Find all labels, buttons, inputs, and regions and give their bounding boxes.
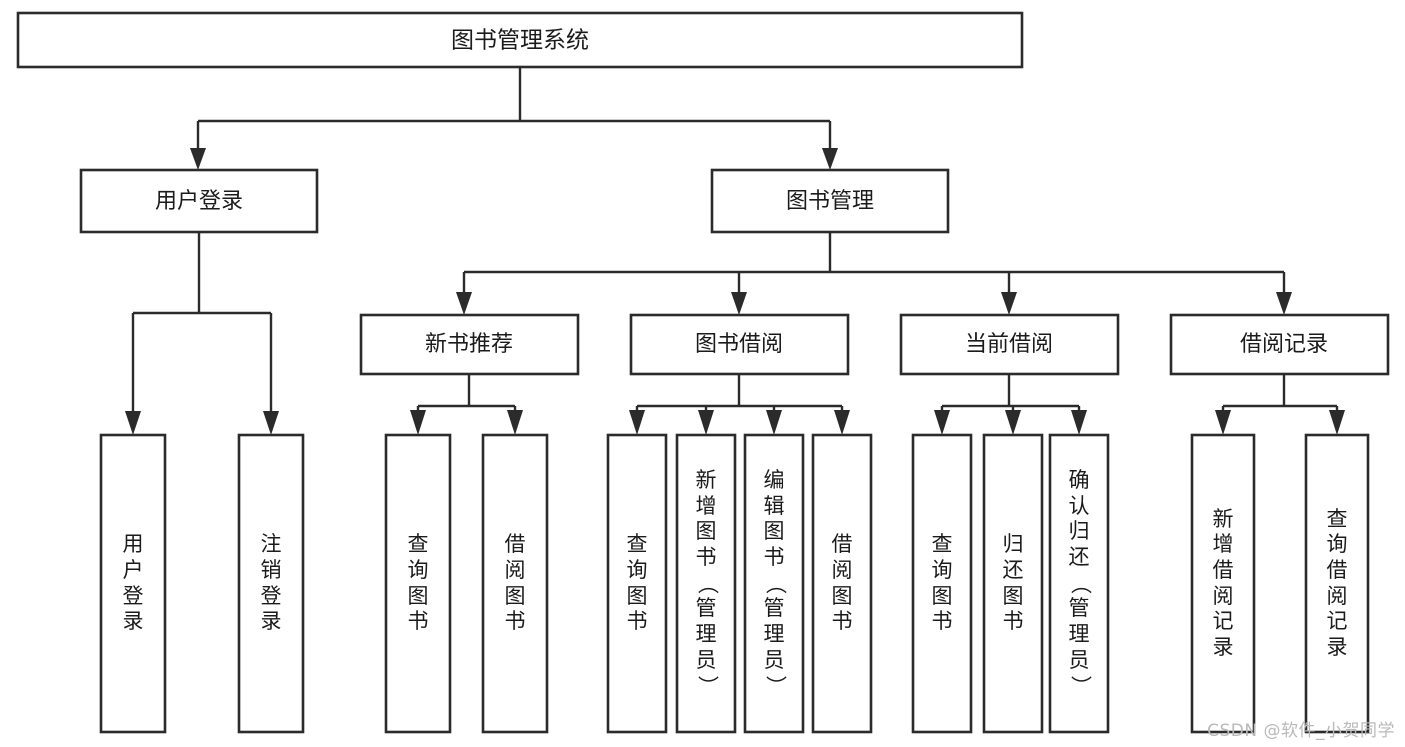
node-root-box[interactable] [16,11,1024,69]
leaf-box[interactable] [384,433,452,734]
node-book-management[interactable]: 图书管理 [710,168,950,234]
leaf-box[interactable] [481,433,549,734]
arrow-head-icon [629,410,645,435]
arrow-head-icon [934,410,950,435]
leaf-box[interactable] [982,433,1044,734]
arrow-head-icon [766,410,782,435]
node-current-borrow[interactable]: 当前借阅 [899,313,1120,376]
arrow-head-icon [822,148,838,170]
arrow-head-icon [263,411,279,435]
node-current-borrow-label: 当前借阅 [965,332,1053,357]
node-new-book-recommend-label: 新书推荐 [425,332,513,357]
node-borrow-record-box[interactable] [1169,313,1390,376]
arrow-head-icon [410,410,426,435]
arrow-head-icon [698,410,714,435]
leaf-box[interactable] [911,433,973,734]
arrow-head-icon [507,410,523,435]
leaf-box[interactable] [1048,433,1110,734]
node-new-book-recommend-box[interactable] [359,313,580,376]
node-book-borrow-box[interactable] [629,313,850,376]
arrow-head-icon [731,292,747,315]
arrow-head-icon [1215,410,1231,435]
node-user-login[interactable]: 用户登录 [79,168,319,234]
connector-layer [125,67,1345,435]
node-new-book-recommend[interactable]: 新书推荐 [359,313,580,376]
leaf-box[interactable] [675,433,737,734]
leaf-box[interactable] [743,433,805,734]
arrow-head-icon [190,148,206,170]
arrow-head-icon [1329,410,1345,435]
arrow-head-icon [1005,410,1021,435]
leaf-box[interactable] [606,433,668,734]
node-root-label: 图书管理系统 [451,28,589,54]
arrow-head-icon [1276,292,1292,315]
leaf-box[interactable] [237,433,305,734]
node-book-borrow-label: 图书借阅 [695,332,783,357]
arrow-head-icon [1071,410,1087,435]
node-book-management-box[interactable] [710,168,950,234]
leaf-box[interactable] [1304,433,1370,734]
arrow-head-icon [125,411,141,435]
node-borrow-record[interactable]: 借阅记录 [1169,313,1390,376]
node-book-borrow[interactable]: 图书借阅 [629,313,850,376]
leaf-box[interactable] [1190,433,1256,734]
leaf-box[interactable] [811,433,873,734]
node-book-management-label: 图书管理 [786,189,874,214]
watermark: CSDN @软件_小贺同学 [1207,721,1395,741]
leaf-layer [99,433,1370,734]
node-root[interactable]: 图书管理系统 [16,11,1024,69]
node-current-borrow-box[interactable] [899,313,1120,376]
arrow-head-icon [456,292,472,315]
arrow-head-icon [834,410,850,435]
arrow-head-icon [1001,292,1017,315]
leaf-box[interactable] [99,433,167,734]
node-user-login-label: 用户登录 [155,189,243,214]
node-borrow-record-label: 借阅记录 [1240,332,1328,357]
node-user-login-box[interactable] [79,168,319,234]
